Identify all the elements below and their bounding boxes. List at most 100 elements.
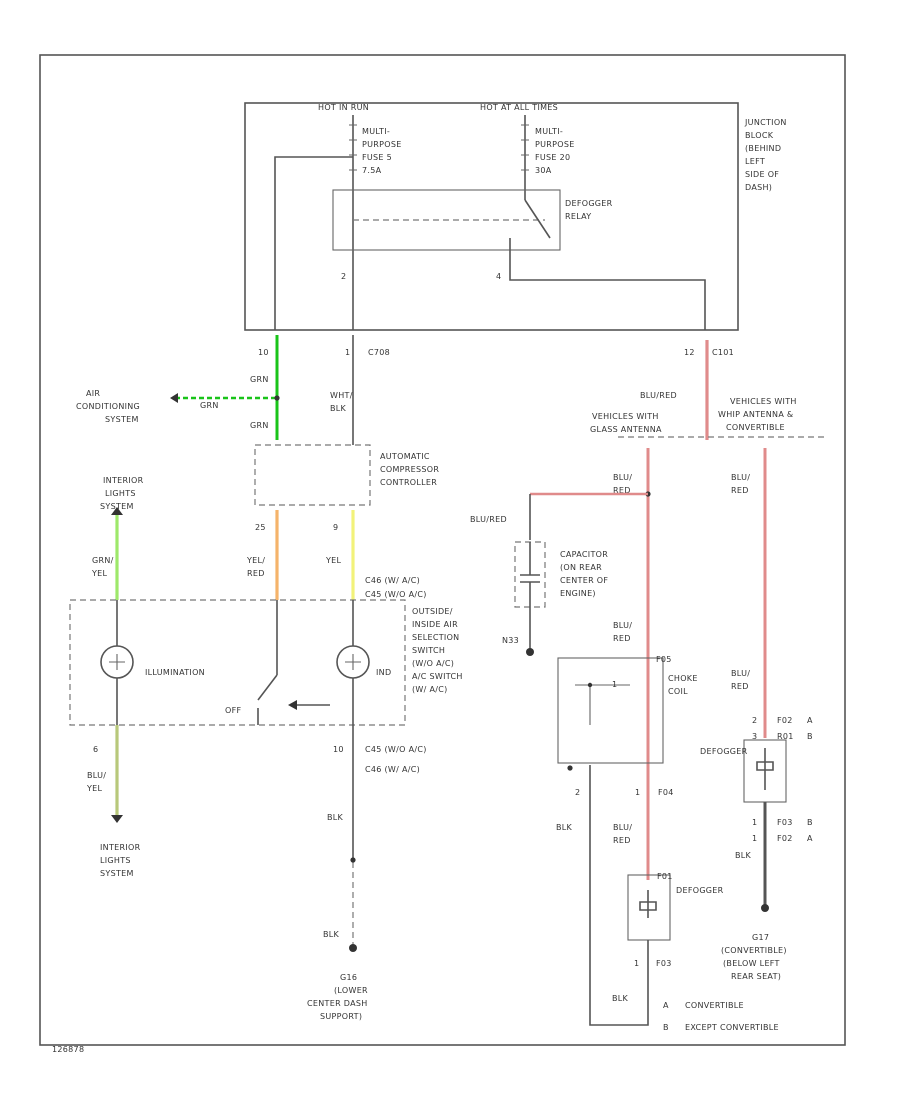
relay-label: RELAY bbox=[565, 212, 592, 221]
wire-label-grn: GRN bbox=[250, 421, 269, 430]
junction-block-label: JUNCTION BLOCK (BEHIND LEFT SIDE OF DASH… bbox=[744, 118, 786, 192]
legend-key-a: A bbox=[663, 1001, 669, 1010]
connector-c45-label: C45 (W/O A/C) bbox=[365, 745, 427, 754]
wire-label-grn: GRN bbox=[250, 375, 269, 384]
relay-pin-2: 2 bbox=[341, 272, 346, 281]
auto-comp-label: CONTROLLER bbox=[380, 478, 437, 487]
ground-g16-label: (LOWER bbox=[334, 986, 368, 995]
ground-g16-label: CENTER DASH bbox=[307, 999, 368, 1008]
wire-label-blu-red: RED bbox=[731, 486, 749, 495]
wire-label-wht-blk: BLK bbox=[330, 404, 347, 413]
pin-25: 25 bbox=[255, 523, 266, 532]
wire-label-blu-red: BLU/ bbox=[613, 473, 632, 482]
pin-letter: B bbox=[807, 732, 813, 741]
ground-g17-label: (BELOW LEFT bbox=[723, 959, 780, 968]
junction-label-line: LEFT bbox=[745, 157, 765, 166]
defog-pin: F01 bbox=[657, 872, 673, 881]
pin-letter: B bbox=[807, 818, 813, 827]
hot-in-run-label: HOT IN RUN bbox=[318, 103, 369, 112]
wire-label-blu-red: BLU/RED bbox=[470, 515, 507, 524]
pin-1: 1 bbox=[634, 959, 639, 968]
junction-label-line: DASH) bbox=[745, 183, 772, 192]
wire-label-blu-red: BLU/ bbox=[613, 621, 632, 630]
fuse20-label: FUSE 20 bbox=[535, 153, 570, 162]
wire-label-yel-red: RED bbox=[247, 569, 265, 578]
pin-num: 2 bbox=[752, 716, 757, 725]
capacitor-label: CENTER OF bbox=[560, 576, 608, 585]
vehicles-glass-label: GLASS ANTENNA bbox=[590, 425, 662, 434]
wire-label-blu-red: BLU/RED bbox=[640, 391, 677, 400]
wire-label-blu-red: RED bbox=[613, 836, 631, 845]
pin-1: 1 bbox=[635, 788, 640, 797]
hot-at-all-times-label: HOT AT ALL TIMES bbox=[480, 103, 558, 112]
ground-n33-label: N33 bbox=[502, 636, 519, 645]
illumination-label: ILLUMINATION bbox=[145, 668, 205, 677]
fuse5-label: FUSE 5 bbox=[362, 153, 392, 162]
pin-letter: A bbox=[807, 716, 813, 725]
connector-pin-10: 10 bbox=[258, 348, 269, 357]
wire-label-blu-red: RED bbox=[613, 486, 631, 495]
wire-label-blu-yel: BLU/ bbox=[87, 771, 106, 780]
choke-coil-label: COIL bbox=[668, 687, 688, 696]
ground-g16-label: G16 bbox=[340, 973, 357, 982]
interior-lights-label: SYSTEM bbox=[100, 869, 134, 878]
pin-10: 10 bbox=[333, 745, 344, 754]
junction-block bbox=[244, 102, 739, 331]
switch-desc-line: SWITCH bbox=[412, 646, 445, 655]
fuse20-label: PURPOSE bbox=[535, 140, 575, 149]
relay-pin-4: 4 bbox=[496, 272, 501, 281]
defogger-relay bbox=[332, 189, 561, 251]
junction-label-line: BLOCK bbox=[745, 131, 774, 140]
ground-g17 bbox=[761, 904, 769, 912]
ground-n33 bbox=[526, 648, 534, 656]
wire-label-yel-red: YEL/ bbox=[246, 556, 265, 565]
ground-g17-label: REAR SEAT) bbox=[731, 972, 781, 981]
wire-label-yel: YEL bbox=[325, 556, 342, 565]
pin-label: R01 bbox=[777, 732, 794, 741]
connector-c46-label: C46 (W/ A/C) bbox=[365, 765, 420, 774]
connector-c45-label: C45 (W/O A/C) bbox=[365, 590, 427, 599]
fuse5-label: PURPOSE bbox=[362, 140, 402, 149]
switch-desc-line: OUTSIDE/ bbox=[412, 607, 453, 616]
interior-lights-label: INTERIOR bbox=[103, 476, 144, 485]
pin-9: 9 bbox=[333, 523, 338, 532]
pin-f03: F03 bbox=[656, 959, 672, 968]
ground-g17-label: G17 bbox=[752, 933, 769, 942]
ac-system-label: AIR bbox=[86, 389, 100, 398]
wire-label-blu-yel: YEL bbox=[86, 784, 103, 793]
capacitor-label: (ON REAR bbox=[560, 563, 602, 572]
pin-f04: F04 bbox=[658, 788, 674, 797]
pin-num: 1 bbox=[752, 818, 757, 827]
ground-g16 bbox=[349, 944, 357, 952]
pin-letter: A bbox=[807, 834, 813, 843]
fuse20-label: 30A bbox=[535, 166, 552, 175]
fuse5-label: 7.5A bbox=[362, 166, 382, 175]
switch-desc-line: SELECTION bbox=[412, 633, 459, 642]
wire-label-blu-red: RED bbox=[613, 634, 631, 643]
capacitor-label: CAPACITOR bbox=[560, 550, 608, 559]
switch-description: OUTSIDE/ INSIDE AIR SELECTION SWITCH (W/… bbox=[412, 607, 463, 694]
ind-label: IND bbox=[376, 668, 391, 677]
c708-label: C708 bbox=[368, 348, 390, 357]
choke-coil-label: CHOKE bbox=[668, 674, 698, 683]
c101-pin: 12 bbox=[684, 348, 695, 357]
wire-label-grn: GRN bbox=[200, 401, 219, 410]
defogger-center-label: DEFOGGER bbox=[676, 886, 724, 895]
switch-desc-line: INSIDE AIR bbox=[412, 620, 458, 629]
wire-label-grn-yel: GRN/ bbox=[92, 556, 114, 565]
fuse20-label: MULTI- bbox=[535, 127, 563, 136]
diagram-code: 126878 bbox=[52, 1045, 84, 1054]
wire-label-blu-red: BLU/ bbox=[731, 669, 750, 678]
pin-label: F02 bbox=[777, 834, 793, 843]
junction-label-line: SIDE OF bbox=[745, 170, 779, 179]
wire-label-blu-red: BLU/ bbox=[613, 823, 632, 832]
wire-label-blu-red: RED bbox=[731, 682, 749, 691]
ac-system-label: CONDITIONING bbox=[76, 402, 140, 411]
ac-system-label: SYSTEM bbox=[105, 415, 139, 424]
auto-comp-label: AUTOMATIC bbox=[380, 452, 430, 461]
wire-label-blk: BLK bbox=[612, 994, 629, 1003]
pin-6: 6 bbox=[93, 745, 98, 754]
vehicles-whip-label: WHIP ANTENNA & bbox=[718, 410, 793, 419]
wire-label-blu-red: BLU/ bbox=[731, 473, 750, 482]
switch-desc-line: A/C SWITCH bbox=[412, 672, 463, 681]
